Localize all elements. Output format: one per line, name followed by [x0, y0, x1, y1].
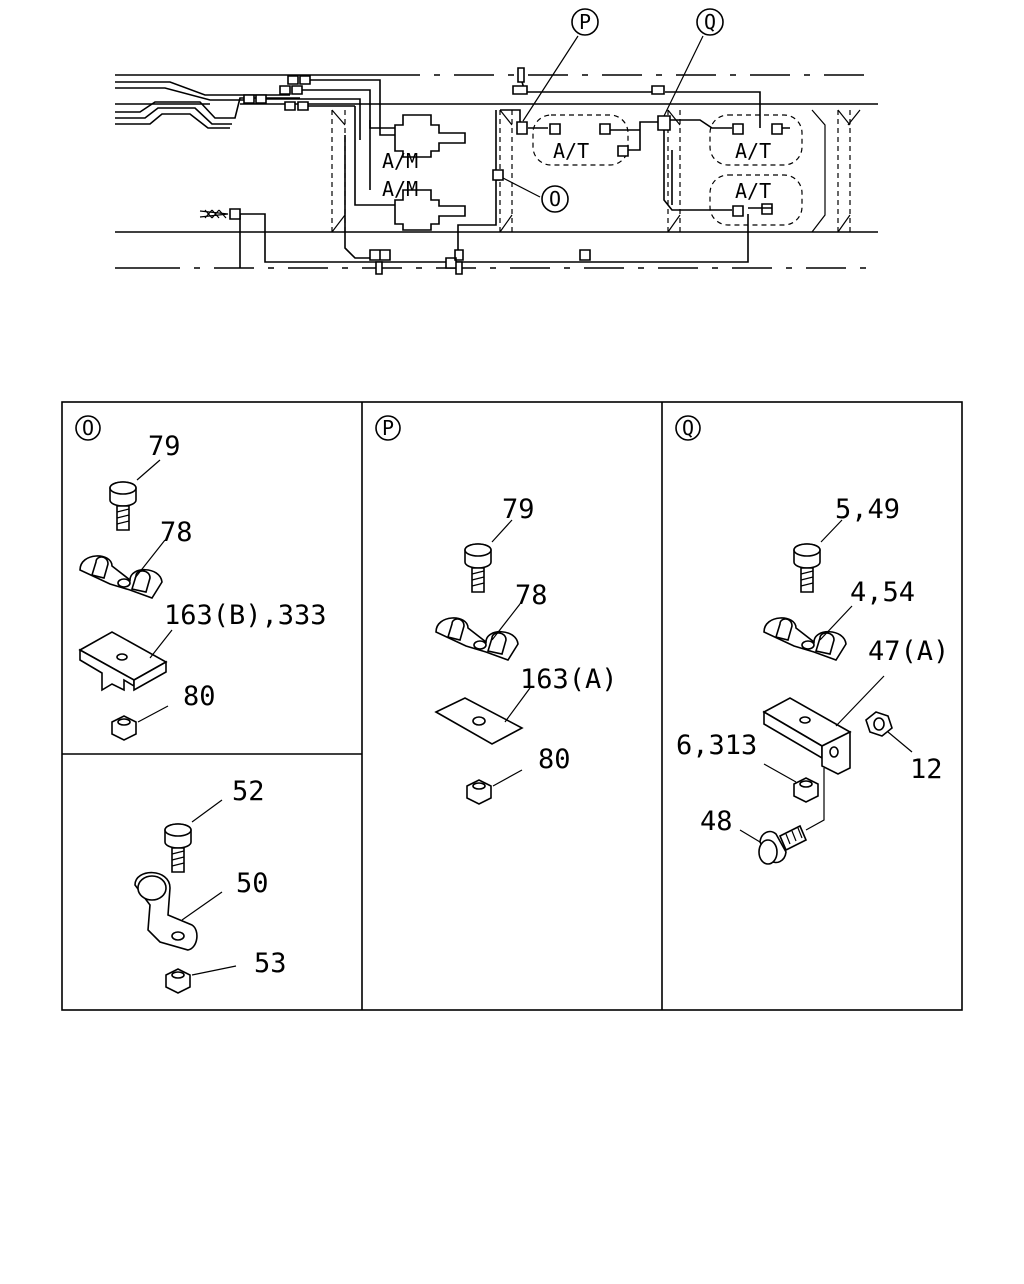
- panel-p-label-78: 78: [515, 580, 548, 611]
- detail-grid: [61, 401, 963, 1011]
- panel-q-letter: Q: [682, 416, 694, 440]
- valve-label-am-1: A/M: [382, 149, 418, 173]
- callout-q-letter: Q: [704, 10, 716, 34]
- bolt-79-p-icon: [464, 543, 492, 593]
- callout-o[interactable]: O: [541, 185, 569, 213]
- bracket-47a-icon: [762, 697, 852, 775]
- panel-o-lower-label-53: 53: [254, 948, 287, 979]
- clip-4-54-icon: [763, 617, 847, 661]
- panel-q-label-47a: 47(A): [868, 636, 949, 667]
- plate-163a-icon: [434, 697, 524, 745]
- panel-o-lower-label-50: 50: [236, 868, 269, 899]
- panel-q: Q 5,49 4,54 47(A): [675, 415, 949, 865]
- washer-6-313-icon: [793, 777, 819, 803]
- callout-p-letter: P: [579, 10, 591, 34]
- panel-p: P 79 78 163(A) 80: [375, 415, 618, 805]
- clip-78-p-icon: [435, 617, 519, 661]
- panel-o-lower: 52 50 53: [134, 776, 287, 994]
- bracket-163b-icon: [78, 631, 168, 692]
- bolt-52-icon: [164, 823, 192, 873]
- panel-q-label-5-49: 5,49: [835, 494, 900, 525]
- valve-label-at-3: A/T: [735, 179, 771, 203]
- nut-12-icon: [865, 711, 893, 737]
- panel-p-label-163a: 163(A): [520, 664, 618, 695]
- clamp-50-icon: [134, 871, 198, 951]
- panel-o-lower-label-52: 52: [232, 776, 265, 807]
- valve-label-am-2: A/M: [382, 177, 418, 201]
- panel-o-label-79: 79: [148, 431, 181, 462]
- panel-p-letter: P: [382, 416, 394, 440]
- panel-p-label-79: 79: [502, 494, 535, 525]
- panel-o-label-163b-333: 163(B),333: [164, 600, 327, 631]
- panel-o-letter: O: [82, 416, 94, 440]
- valve-label-at-1: A/T: [553, 139, 589, 163]
- panel-q-label-48: 48: [700, 806, 733, 837]
- nut-53-icon: [165, 968, 191, 994]
- callout-o-letter: O: [549, 187, 561, 211]
- bolt-48-icon: [758, 824, 808, 865]
- panel-q-label-4-54: 4,54: [850, 577, 915, 608]
- nut-80-icon: [111, 715, 137, 741]
- bolt-79-icon: [109, 481, 137, 531]
- clip-78-icon: [79, 555, 163, 599]
- panel-o: O 79 78 163(B),333: [75, 415, 327, 741]
- valve-label-at-2: A/T: [735, 139, 771, 163]
- panel-q-label-12: 12: [910, 754, 943, 785]
- panel-q-label-6-313: 6,313: [676, 730, 757, 761]
- panel-p-label-80: 80: [538, 744, 571, 775]
- callout-p[interactable]: P: [571, 8, 599, 36]
- panel-o-label-78: 78: [160, 517, 193, 548]
- nut-80-p-icon: [466, 779, 492, 805]
- callout-q[interactable]: Q: [696, 8, 724, 36]
- panel-o-label-80: 80: [183, 681, 216, 712]
- bolt-5-49-icon: [793, 543, 821, 593]
- chassis-overview: A/M A/M A/T A/T A/T: [115, 35, 878, 275]
